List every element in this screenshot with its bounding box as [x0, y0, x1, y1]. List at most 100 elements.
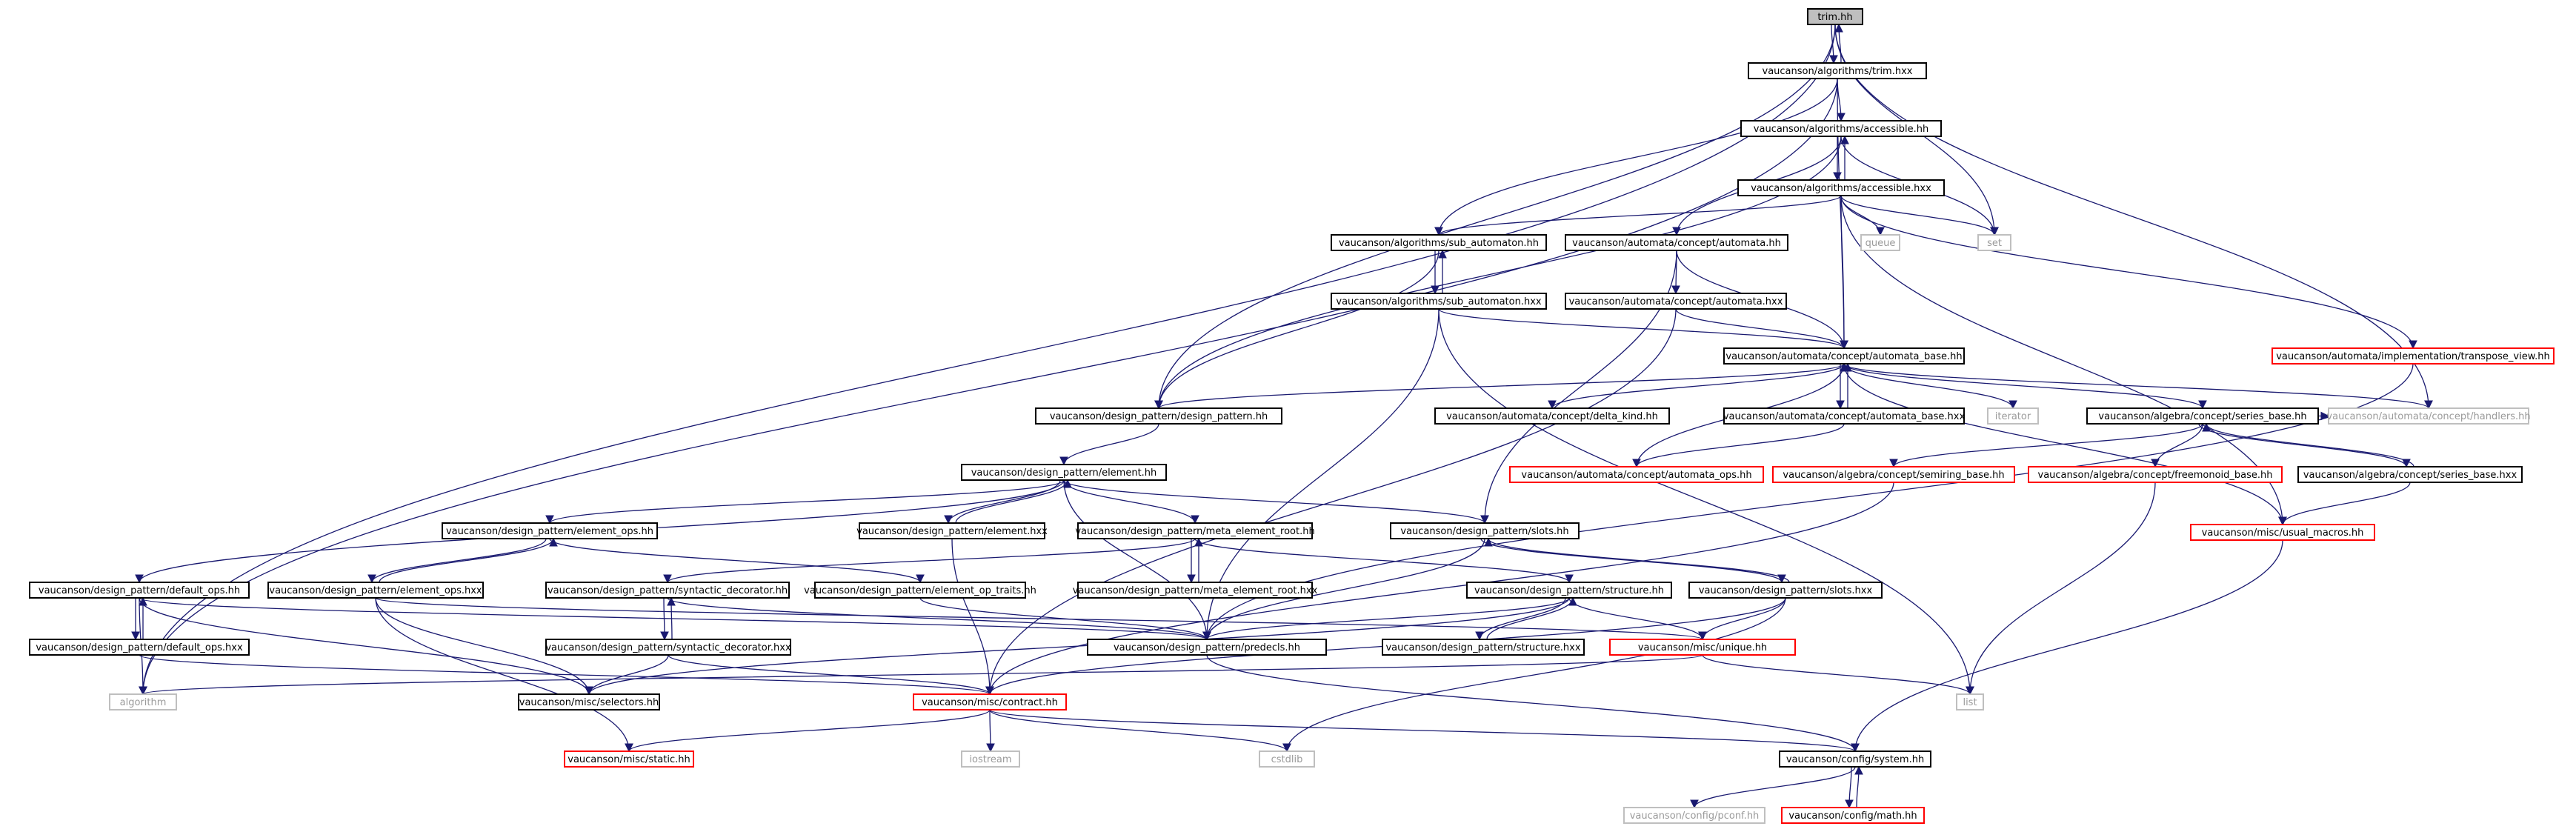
node-box	[859, 522, 1045, 539]
edge	[667, 597, 1211, 641]
node-label: vaucanson/automata/concept/automata.hh	[1572, 238, 1781, 249]
node-label: iostream	[969, 754, 1011, 765]
node-box	[1077, 522, 1313, 539]
edge	[1202, 538, 1485, 641]
node-vaucanson-design-pattern-predecls-hh[interactable]: vaucanson/design_pattern/predecls.hh	[1087, 639, 1327, 656]
node-vaucanson-design-pattern-element-ops-hxx[interactable]: vaucanson/design_pattern/element_ops.hxx	[267, 582, 484, 599]
edge	[545, 479, 1065, 525]
node-box	[442, 522, 658, 539]
node-trim-hh[interactable]: trim.hh	[1807, 8, 1863, 25]
node-label: vaucanson/design_pattern/syntactic_decor…	[548, 585, 788, 596]
edge	[660, 597, 669, 641]
node-label: vaucanson/automata/concept/automata_base…	[1723, 411, 1966, 422]
node-vaucanson-design-pattern-slots-hh[interactable]: vaucanson/design_pattern/slots.hh	[1390, 522, 1580, 539]
node-label: vaucanson/design_pattern/slots.hh	[1400, 526, 1568, 537]
node-vaucanson-misc-contract-hh[interactable]: vaucanson/misc/contract.hh	[913, 693, 1067, 710]
node-label: vaucanson/automata/concept/automata.hxx	[1569, 296, 1783, 307]
node-vaucanson-automata-concept-automata-ops-hh[interactable]: vaucanson/automata/concept/automata_ops.…	[1509, 466, 1764, 483]
node-vaucanson-automata-concept-automata-hxx[interactable]: vaucanson/automata/concept/automata.hxx	[1565, 293, 1787, 310]
nodes-layer: trim.hh vaucanson/algorithms/trim.hxx vauc…	[29, 8, 2555, 824]
node-vaucanson-algorithms-accessible-hh[interactable]: vaucanson/algorithms/accessible.hh	[1740, 120, 1942, 137]
node-vaucanson-design-pattern-slots-hxx[interactable]: vaucanson/design_pattern/slots.hxx	[1688, 582, 1883, 599]
node-vaucanson-design-pattern-syntactic-decorator-hh[interactable]: vaucanson/design_pattern/syntactic_decor…	[545, 582, 790, 599]
node-box	[1077, 582, 1313, 599]
edge-n37-to-n47	[1206, 654, 1860, 753]
node-vaucanson-misc-usual-macros-hh[interactable]: vaucanson/misc/usual_macros.hh	[2190, 524, 2375, 541]
node-box	[564, 751, 694, 768]
node-vaucanson-algebra-concept-semiring-base-hh[interactable]: vaucanson/algebra/concept/semiring_base.…	[1772, 466, 2015, 483]
node-vaucanson-design-pattern-element-hxx[interactable]: vaucanson/design_pattern/element.hxx	[856, 522, 1048, 539]
node-vaucanson-design-pattern-meta-element-root-hxx[interactable]: vaucanson/design_pattern/meta_element_ro…	[1073, 582, 1318, 599]
edge-n23-to-n29	[367, 538, 547, 584]
edge-n33-to-n39	[1568, 597, 1707, 641]
edge-n3-to-n6	[1434, 195, 1842, 236]
edge	[955, 479, 1072, 524]
edge	[1202, 597, 1570, 641]
node-vaucanson-algebra-concept-freemonoid-base-hh[interactable]: vaucanson/algebra/concept/freemonoid_bas…	[2028, 466, 2283, 483]
edge-n29-to-n44	[375, 597, 633, 753]
edge	[1434, 195, 1842, 236]
node-cstdlib: cstdlib	[1259, 751, 1315, 768]
edge	[139, 597, 593, 696]
node-vaucanson-design-pattern-meta-element-root-hh[interactable]: vaucanson/design_pattern/meta_element_ro…	[1075, 522, 1315, 539]
edge-n20-to-n42	[985, 482, 1894, 696]
edge	[1966, 482, 2156, 696]
node-box	[1688, 582, 1883, 599]
node-vaucanson-design-pattern-default-ops-hh[interactable]: vaucanson/design_pattern/default_ops.hh	[29, 582, 250, 599]
node-box	[1623, 807, 1765, 824]
node-vaucanson-algebra-concept-series-base-hxx[interactable]: vaucanson/algebra/concept/series_base.hx…	[2297, 466, 2523, 483]
edge	[1548, 363, 1845, 410]
node-label: vaucanson/design_pattern/meta_element_ro…	[1075, 526, 1314, 537]
edge-n25-to-n33	[1194, 538, 1574, 584]
edge	[1702, 654, 1974, 696]
node-vaucanson-algebra-concept-series-base-hh[interactable]: vaucanson/algebra/concept/series_base.hh	[2086, 407, 2319, 425]
node-box	[109, 693, 177, 710]
edge-n1-to-n6	[1434, 78, 1838, 236]
node-set: set	[1977, 234, 2011, 251]
node-vaucanson-design-pattern-element-op-traits-hh[interactable]: vaucanson/design_pattern/element_op_trai…	[804, 582, 1036, 599]
edge	[1843, 363, 2433, 410]
edge	[139, 78, 1838, 696]
node-vaucanson-misc-static-hh[interactable]: vaucanson/misc/static.hh	[564, 751, 694, 768]
edge	[1480, 538, 1786, 584]
node-vaucanson-algorithms-trim-hxx[interactable]: vaucanson/algorithms/trim.hxx	[1748, 62, 1927, 79]
node-vaucanson-automata-concept-automata-base-hxx[interactable]: vaucanson/automata/concept/automata_base…	[1723, 407, 1966, 425]
node-vaucanson-automata-concept-automata-base-hh[interactable]: vaucanson/automata/concept/automata_base…	[1723, 347, 1965, 365]
edge-n26-to-n34	[1480, 538, 1786, 584]
edge-n3-to-n10	[1840, 195, 2417, 350]
node-vaucanson-design-pattern-syntactic-decorator-hxx[interactable]: vaucanson/design_pattern/syntactic_decor…	[545, 639, 791, 656]
edge	[919, 597, 1211, 641]
node-label: vaucanson/misc/static.hh	[568, 754, 690, 765]
node-vaucanson-design-pattern-default-ops-hxx[interactable]: vaucanson/design_pattern/default_ops.hxx	[29, 639, 250, 656]
node-vaucanson-design-pattern-design-pattern-hh[interactable]: vaucanson/design_pattern/design_pattern.…	[1035, 407, 1282, 425]
node-queue: queue	[1860, 234, 1900, 251]
edge-n18-to-n25	[1063, 479, 1199, 525]
node-vaucanson-config-system-hh[interactable]: vaucanson/config/system.hh	[1779, 751, 1931, 768]
node-vaucanson-automata-concept-automata-hh[interactable]: vaucanson/automata/concept/automata.hh	[1565, 234, 1788, 251]
node-vaucanson-algorithms-sub-automaton-hxx[interactable]: vaucanson/algorithms/sub_automaton.hxx	[1331, 293, 1547, 310]
node-vaucanson-misc-selectors-hh[interactable]: vaucanson/misc/selectors.hh	[518, 693, 660, 710]
edge	[1206, 654, 1860, 753]
node-vaucanson-design-pattern-structure-hh[interactable]: vaucanson/design_pattern/structure.hh	[1466, 582, 1672, 599]
node-vaucanson-automata-concept-delta-kind-hh[interactable]: vaucanson/automata/concept/delta_kind.hh	[1434, 407, 1670, 425]
edge	[667, 596, 676, 640]
edge-n34-to-n26	[1484, 537, 1790, 583]
edge-n11-to-n17	[1843, 363, 2433, 410]
edge	[1282, 597, 1786, 753]
node-vaucanson-automata-implementation-transpose-view-hh[interactable]: vaucanson/automata/implementation/transp…	[2272, 347, 2555, 365]
node-vaucanson-design-pattern-element-ops-hh[interactable]: vaucanson/design_pattern/element_ops.hh	[442, 522, 658, 539]
node-vaucanson-design-pattern-element-hh[interactable]: vaucanson/design_pattern/element.hh	[961, 464, 1167, 481]
node-vaucanson-misc-unique-hh[interactable]: vaucanson/misc/unique.hh	[1609, 639, 1796, 656]
edge	[1840, 195, 1848, 350]
edge	[1434, 78, 1838, 236]
edge	[1063, 479, 1489, 525]
node-vaucanson-design-pattern-structure-hxx[interactable]: vaucanson/design_pattern/structure.hxx	[1382, 639, 1585, 656]
node-vaucanson-config-math-hh[interactable]: vaucanson/config/math.hh	[1781, 807, 1925, 824]
edge	[1834, 24, 2433, 410]
edge-n42-to-n44	[625, 709, 991, 753]
node-box	[1390, 522, 1580, 539]
edge-n30-to-n37	[667, 597, 1211, 641]
node-box	[1956, 693, 1984, 710]
node-vaucanson-algorithms-accessible-hxx[interactable]: vaucanson/algorithms/accessible.hxx	[1737, 179, 1945, 196]
node-vaucanson-algorithms-sub-automaton-hh[interactable]: vaucanson/algorithms/sub_automaton.hh	[1331, 234, 1547, 251]
